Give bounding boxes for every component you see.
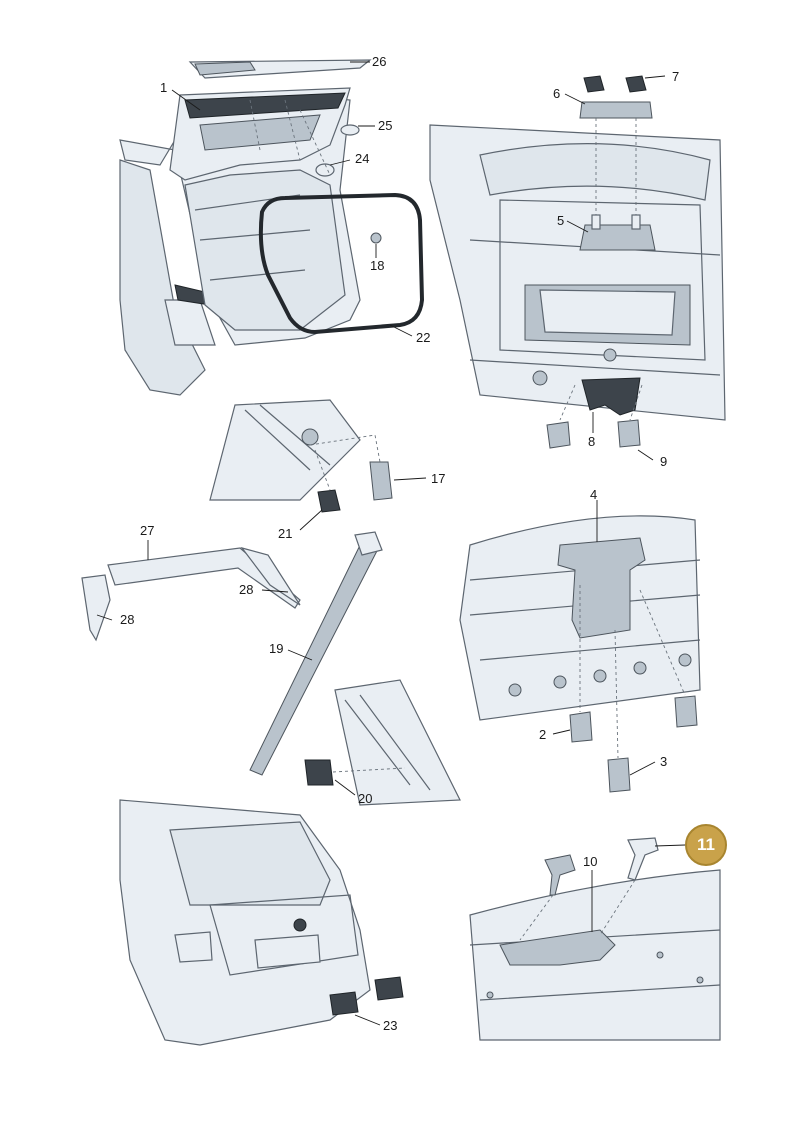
panel-strut-mount (81, 399, 461, 806)
plug-25 (340, 124, 360, 136)
callout-5: 5 (557, 213, 565, 228)
hinge-4 (557, 537, 646, 639)
callout-8: 8 (588, 434, 596, 449)
callout-19: 19 (269, 641, 284, 656)
callout-1: 1 (160, 80, 168, 95)
bracket-6 (579, 101, 653, 119)
trim-28b (240, 546, 301, 606)
switch-23b (374, 976, 404, 1001)
panel-lock (469, 837, 721, 1041)
callout-20: 20 (358, 791, 373, 806)
callout-10: 10 (583, 854, 598, 869)
panel-hinge (459, 515, 701, 793)
bracket-5 (579, 224, 656, 251)
nut-7 (625, 75, 647, 93)
switch-23a (329, 991, 359, 1016)
callout-11-badge: 11 (685, 824, 727, 866)
bolt-11 (627, 837, 659, 881)
bolt-3b (674, 695, 698, 728)
callout-7: 7 (672, 69, 680, 84)
callout-25: 25 (378, 118, 393, 133)
ball-stud-20 (304, 759, 334, 786)
lock-10 (499, 929, 616, 966)
callout-27: 27 (140, 523, 155, 538)
callout-22: 22 (416, 330, 431, 345)
callout-2: 2 (539, 727, 547, 742)
panel-rear-view (119, 799, 404, 1046)
callout-23: 23 (383, 1018, 398, 1033)
bolt-9a (546, 421, 571, 449)
part-17 (369, 461, 393, 501)
nut-6 (583, 75, 605, 93)
callout-4: 4 (590, 487, 598, 502)
callout-9: 9 (660, 454, 668, 469)
callout-24: 24 (355, 151, 370, 166)
leader-lines (96, 61, 686, 1026)
callout-28-left: 28 (120, 612, 135, 627)
ball-stud-21 (317, 489, 341, 513)
bolt-9b (617, 419, 641, 448)
trim-28a (81, 574, 111, 642)
panel-tailgate-inner (429, 75, 726, 449)
bolt-3 (607, 757, 631, 793)
bolt-10 (544, 854, 576, 896)
callout-21: 21 (278, 526, 293, 541)
callout-3: 3 (660, 754, 668, 769)
buffer-18 (370, 232, 382, 244)
trim-27 (107, 547, 301, 609)
striker-8 (581, 377, 641, 416)
panel-open-tailgate (119, 59, 425, 396)
callout-28-right: 28 (239, 582, 254, 597)
callout-17: 17 (431, 471, 446, 486)
plug-24 (315, 163, 335, 177)
bolt-2 (569, 711, 593, 743)
callout-18: 18 (370, 258, 385, 273)
callout-6: 6 (553, 86, 561, 101)
callout-26: 26 (372, 54, 387, 69)
